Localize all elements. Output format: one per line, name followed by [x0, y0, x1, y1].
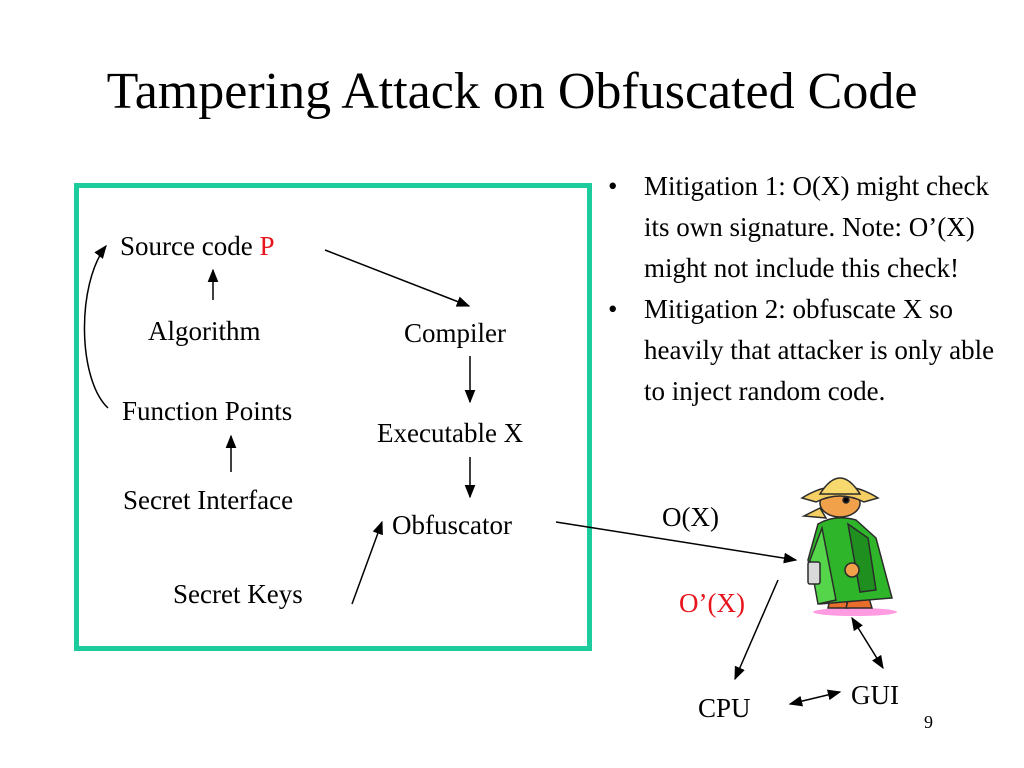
source-code-text: Source code — [120, 231, 260, 261]
source-code-label: Source code P — [120, 233, 274, 260]
mitigation-list: Mitigation 1: O(X) might check its own s… — [608, 166, 1008, 412]
page-number: 9 — [924, 712, 933, 732]
gui-label: GUI — [851, 680, 899, 710]
arrow-gui-attacker — [851, 616, 884, 670]
obfuscator-label: Obfuscator — [392, 510, 512, 540]
compiler-label: Compiler — [404, 318, 506, 348]
cpu-label: CPU — [698, 693, 751, 723]
executable-label: Executable X — [377, 418, 524, 448]
secret-interface-label: Secret Interface — [123, 485, 294, 515]
arrow-cpu-gui — [788, 689, 842, 707]
mitigation-item: Mitigation 1: O(X) might check its own s… — [608, 166, 1008, 289]
source-code-p: P — [259, 231, 275, 261]
algorithm-label: Algorithm — [148, 316, 261, 346]
process-box — [74, 183, 592, 651]
mitigation-item: Mitigation 2: obfuscate X so heavily tha… — [608, 289, 1008, 412]
arrow-obfuscator-to-attacker — [555, 521, 798, 564]
ox-label: O(X) — [662, 502, 719, 532]
arrow-attacker-to-cpu — [734, 579, 779, 681]
arrow-keys-to-obfuscator — [351, 520, 383, 605]
slide-title: Tampering Attack on Obfuscated Code — [106, 63, 918, 120]
arrow-source-to-compiler — [324, 249, 471, 307]
secret-keys-label: Secret Keys — [173, 579, 303, 609]
oprime-label: O’(X) — [679, 588, 745, 618]
arrow-points-to-source-loop — [83, 244, 109, 409]
spy-character-icon — [800, 477, 897, 616]
function-points-label: Function Points — [122, 396, 293, 426]
